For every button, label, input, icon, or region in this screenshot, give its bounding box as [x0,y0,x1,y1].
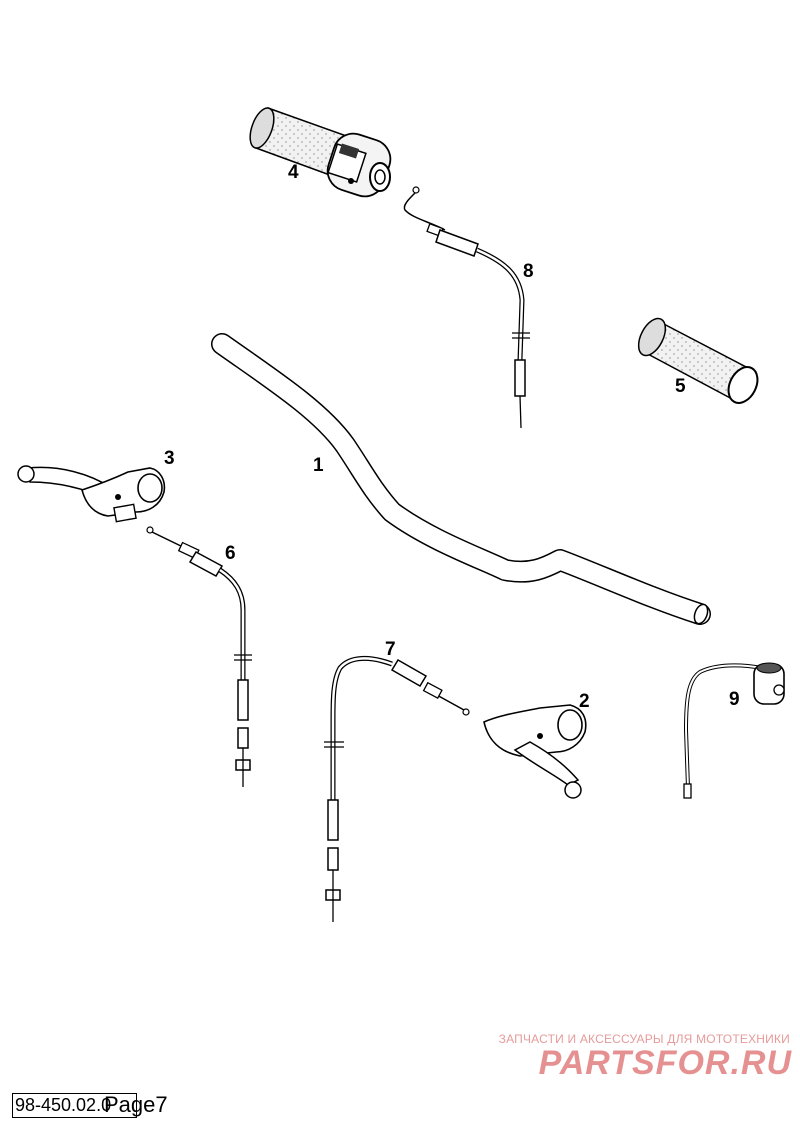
part-number-4: 4 [288,162,299,183]
part-number-7: 7 [385,639,396,660]
throttle-cable [403,186,530,429]
part-number-3: 3 [164,448,175,469]
handlebar [211,333,711,625]
part-number-5: 5 [675,376,686,397]
part-number-1: 1 [313,455,324,476]
watermark-caption: ЗАПЧАСТИ И АКСЕССУАРЫ ДЛЯ МОТОТЕХНИКИ [498,1032,790,1046]
clutch-lever [17,465,166,523]
part-number-6: 6 [225,543,236,564]
page-label: Page7 [104,1092,168,1117]
throttle-grip-assembly [249,107,392,198]
part-number-9: 9 [729,689,740,710]
watermark-brand: PARTSFOR.RU [538,1044,792,1082]
brake-lever [483,704,587,799]
brake-cable [324,656,470,922]
diagram-reference: 98-450.02.0 [12,1093,137,1118]
part-number-2: 2 [579,691,590,712]
part-number-8: 8 [523,261,534,282]
clutch-cable [146,526,252,787]
right-grip [637,317,759,404]
kill-switch [683,662,785,799]
